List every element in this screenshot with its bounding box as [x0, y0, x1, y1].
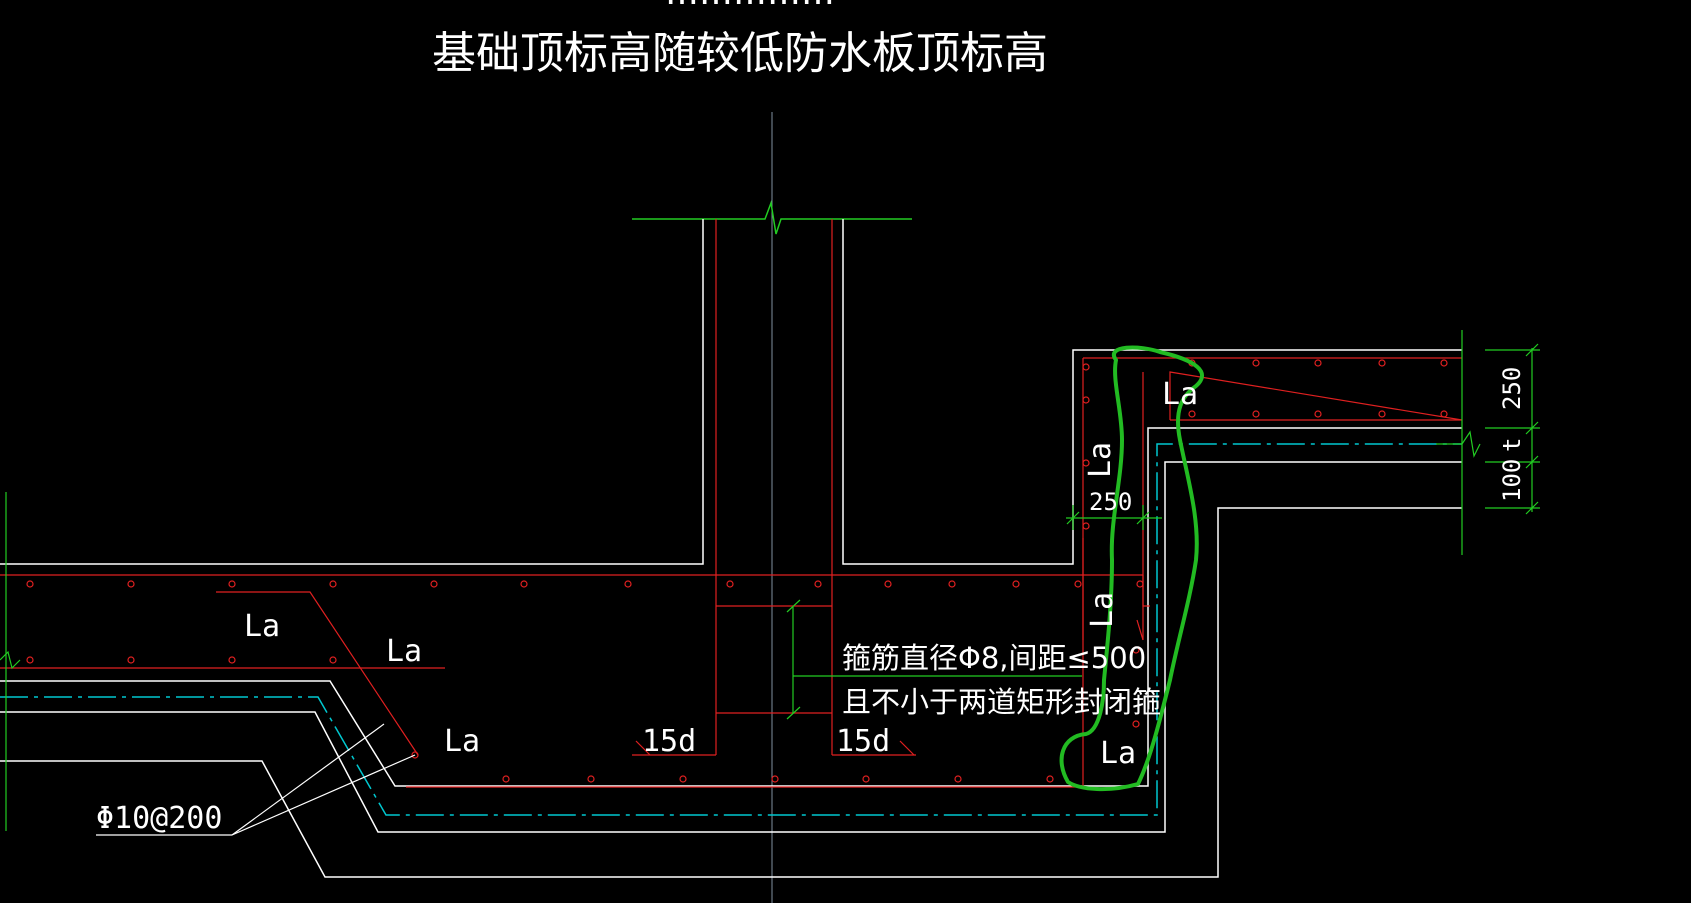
label-la-4: La	[1162, 377, 1198, 412]
stirrup-note-line-2: 且不小于两道矩形封闭箍	[842, 685, 1161, 719]
drawing-title: 基础顶标高随较低防水板顶标高	[432, 28, 1048, 79]
rebar-spec-leader	[96, 723, 416, 836]
waterproof-layer	[0, 443, 1462, 816]
label-rebar-spec: Φ10@200	[96, 801, 222, 836]
label-15d-left: 15d	[642, 724, 696, 759]
labels: La La La La La La La 15d 15d Φ10@200 箍筋直…	[96, 377, 1198, 836]
dim-250-step: 250	[1089, 488, 1132, 516]
dimension-texts: 250 t 100 250	[1089, 367, 1526, 516]
label-la-1: La	[244, 609, 280, 644]
column-break-line	[632, 200, 912, 235]
dim-t: t	[1498, 438, 1526, 452]
label-la-2: La	[386, 634, 422, 669]
concrete-outline	[0, 219, 1462, 878]
title-top-partial: ……………	[665, 0, 835, 13]
rebar-lines	[0, 219, 1463, 788]
rebar-dots	[26, 359, 1448, 783]
dimension-lines	[0, 330, 1540, 831]
dim-100: 100	[1498, 459, 1526, 502]
label-la-5: La	[1100, 736, 1136, 771]
label-15d-right: 15d	[836, 724, 890, 759]
label-la-7: La	[1085, 592, 1120, 628]
stirrup-leader	[786, 599, 1082, 720]
label-la-6: La	[1083, 442, 1118, 478]
label-la-3: La	[444, 724, 480, 759]
markup-freehand-outline	[1059, 345, 1204, 792]
stirrup-note-line-1: 箍筋直径Φ8,间距≤500	[842, 641, 1146, 675]
dim-250-top: 250	[1498, 367, 1526, 410]
